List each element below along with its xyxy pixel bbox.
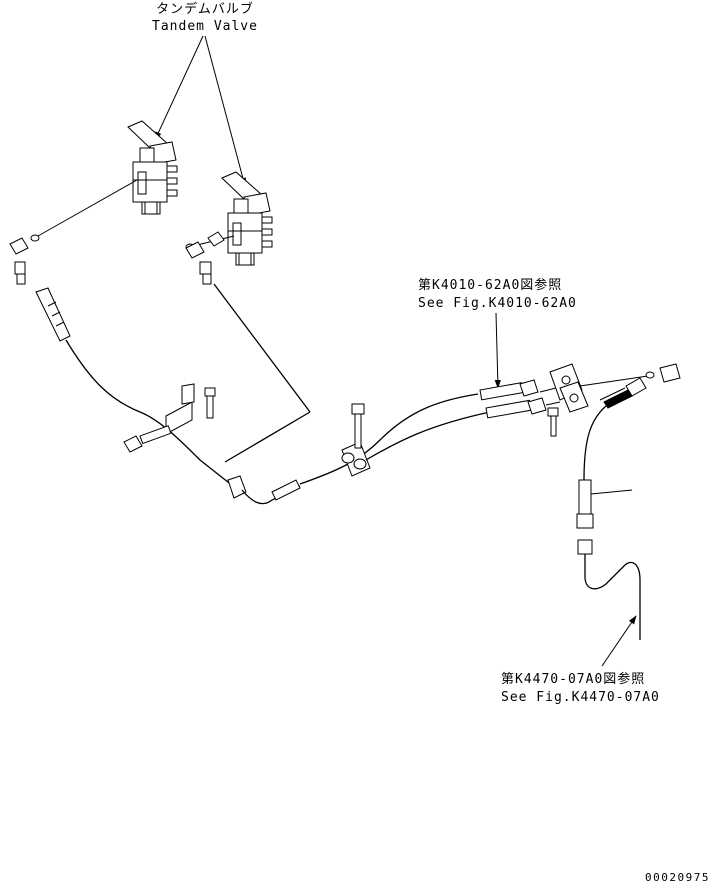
ref2-en-label: See Fig.K4470-07A0 — [501, 690, 660, 705]
ref1-jp-label: 第K4010-62A0図参照 — [418, 277, 562, 293]
junction-block — [547, 363, 681, 437]
ref2-jp-label: 第K4470-07A0図参照 — [501, 671, 645, 687]
tandem-valve-2 — [221, 171, 273, 266]
hose-1 — [35, 287, 239, 491]
mounting-bracket — [123, 383, 216, 453]
ref2-leader — [601, 615, 637, 667]
tandem-valve-jp-label: タンデムバルブ — [156, 1, 254, 17]
tandem-valve-leader-1 — [154, 35, 204, 141]
hose-2 — [213, 283, 479, 505]
hose-3 — [576, 389, 641, 640]
tandem-valve-en-label: Tandem Valve — [152, 19, 258, 34]
tandem-valve-1 — [127, 120, 178, 215]
pipe-fittings-upper — [479, 379, 561, 419]
document-number: 00020975 — [645, 871, 710, 883]
left-valve-fittings — [9, 179, 235, 285]
ref1-leader — [494, 312, 501, 389]
pipe-clamp — [341, 403, 491, 477]
tandem-valve-leader-2 — [204, 35, 246, 187]
ref1-en-label: See Fig.K4010-62A0 — [418, 296, 577, 311]
